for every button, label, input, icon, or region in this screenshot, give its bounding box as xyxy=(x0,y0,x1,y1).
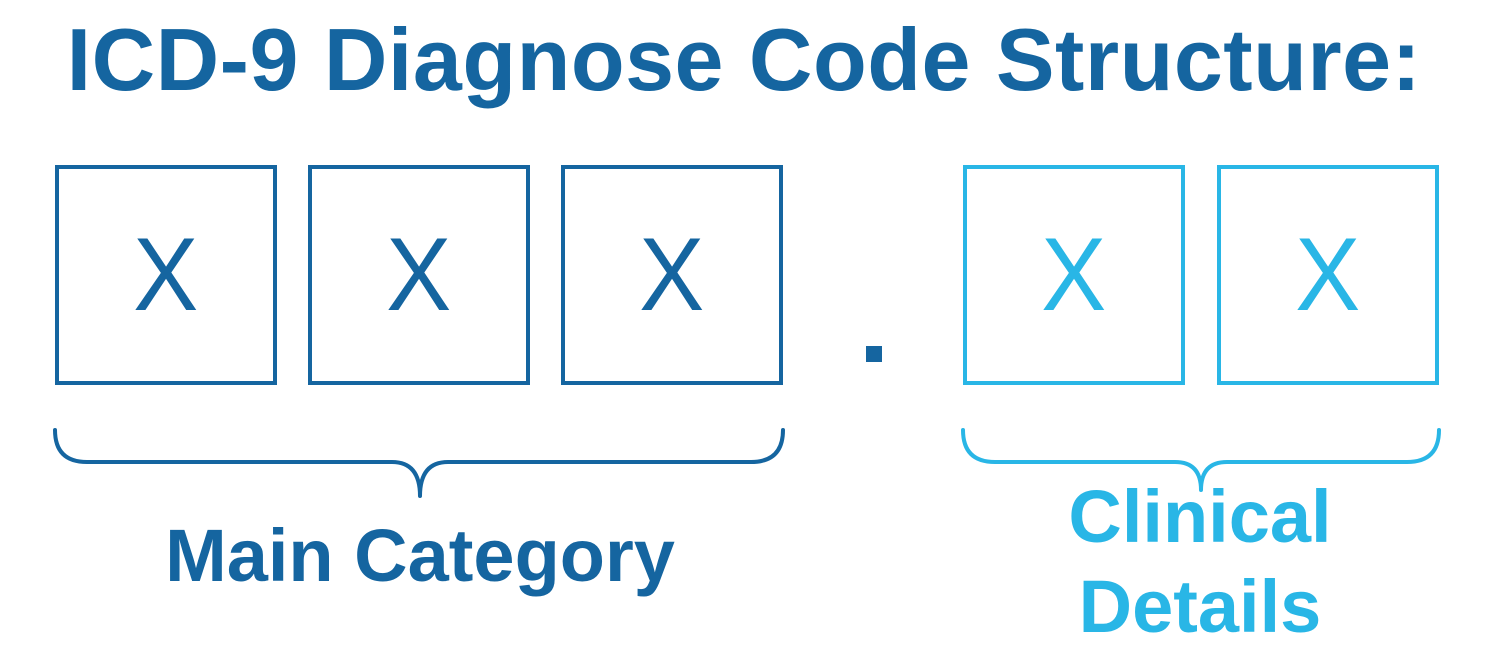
main-category-label: Main Category xyxy=(165,514,675,597)
main-category-digit-3: X xyxy=(639,217,705,333)
clinical-details-box-1: X xyxy=(963,165,1185,385)
clinical-details-digit-2: X xyxy=(1295,217,1361,333)
clinical-details-label: Clinical Details xyxy=(1000,472,1400,652)
clinical-details-box-2: X xyxy=(1217,165,1439,385)
clinical-details-digit-1: X xyxy=(1041,217,1107,333)
clinical-details-label-line2: Details xyxy=(1078,565,1322,648)
main-category-digit-2: X xyxy=(386,217,452,333)
main-category-brace xyxy=(53,428,785,498)
page-title: ICD-9 Diagnose Code Structure: xyxy=(66,10,1422,109)
main-category-box-1: X xyxy=(55,165,277,385)
decimal-separator-dot xyxy=(866,346,882,362)
main-category-digit-1: X xyxy=(133,217,199,333)
clinical-details-label-line1: Clinical xyxy=(1068,475,1332,558)
main-category-box-3: X xyxy=(561,165,783,385)
main-category-box-2: X xyxy=(308,165,530,385)
